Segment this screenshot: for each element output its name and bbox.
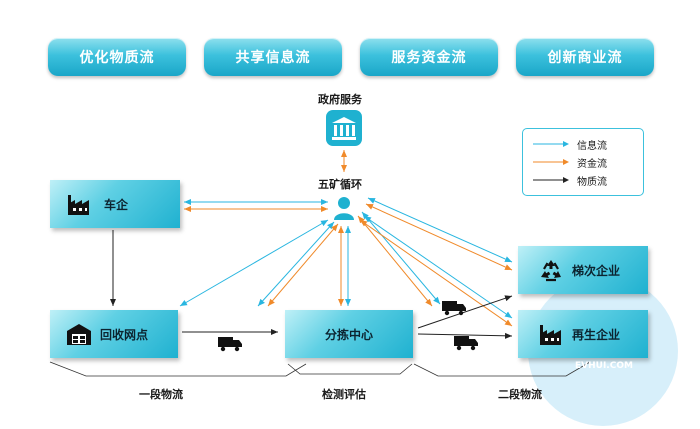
node-regen-label: 再生企业 xyxy=(572,327,621,342)
node-recycle-point: 回收网点 xyxy=(50,310,178,358)
bracket-first-stage xyxy=(49,361,307,377)
person-icon xyxy=(334,197,354,220)
legend-money-label: 资金流 xyxy=(577,159,607,170)
link-sorting-center-info-left xyxy=(257,221,335,307)
legend-material: 物质流 xyxy=(533,173,637,188)
factory-icon xyxy=(68,195,89,215)
node-cascade-label: 梯次企业 xyxy=(572,263,621,278)
gov-label: 政府服务 xyxy=(318,93,362,106)
flow-pill-info: 共享信息流 xyxy=(204,38,342,76)
stage-first-label: 一段物流 xyxy=(139,388,183,401)
flow-pill-money: 服务资金流 xyxy=(360,38,498,76)
flow-pill-business: 创新商业流 xyxy=(516,38,654,76)
bracket-test-stage xyxy=(287,363,413,375)
center-label: 五矿循环 xyxy=(318,178,362,191)
legend: 信息流 资金流 物质流 xyxy=(522,128,644,196)
factory-icon xyxy=(540,325,561,345)
truck-icon xyxy=(442,301,466,316)
legend-info: 信息流 xyxy=(533,137,637,152)
flow-pill-material: 优化物质流 xyxy=(48,38,186,76)
node-regen-enterprise: 再生企业 xyxy=(518,310,648,358)
node-recycle-label: 回收网点 xyxy=(100,327,149,342)
link-center-truck-money xyxy=(357,215,433,307)
node-car-enterprise: 车企 xyxy=(50,180,180,228)
link-center-cascade-money xyxy=(365,203,513,271)
legend-money: 资金流 xyxy=(533,155,637,170)
bracket-second-stage xyxy=(413,361,591,377)
stage-test-label: 检测评估 xyxy=(322,388,366,401)
link-sorting-cascade-material xyxy=(417,295,513,329)
link-sorting-regen-material xyxy=(417,332,513,339)
node-cascade-enterprise: 梯次企业 xyxy=(518,246,648,294)
legend-info-label: 信息流 xyxy=(577,141,607,152)
link-recycle-center-info xyxy=(179,219,329,307)
link-sorting-center-money-left xyxy=(267,223,339,307)
bank-icon xyxy=(326,110,362,146)
legend-material-label: 物质流 xyxy=(577,177,607,188)
node-sorting-label: 分拣中心 xyxy=(324,327,373,342)
node-sorting-center: 分拣中心 xyxy=(285,310,413,358)
link-center-regen-info xyxy=(363,215,513,319)
truck-icon xyxy=(454,336,478,351)
link-center-cascade-info xyxy=(367,197,513,263)
truck-icon xyxy=(218,337,242,352)
node-car-label: 车企 xyxy=(104,197,129,212)
link-center-truck-info xyxy=(361,211,441,305)
warehouse-icon xyxy=(67,324,91,345)
recycle-icon xyxy=(541,260,561,282)
stage-second-label: 二段物流 xyxy=(498,388,542,401)
link-center-regen-money xyxy=(359,219,513,327)
watermark-text: EVHUI.COM xyxy=(575,361,633,371)
